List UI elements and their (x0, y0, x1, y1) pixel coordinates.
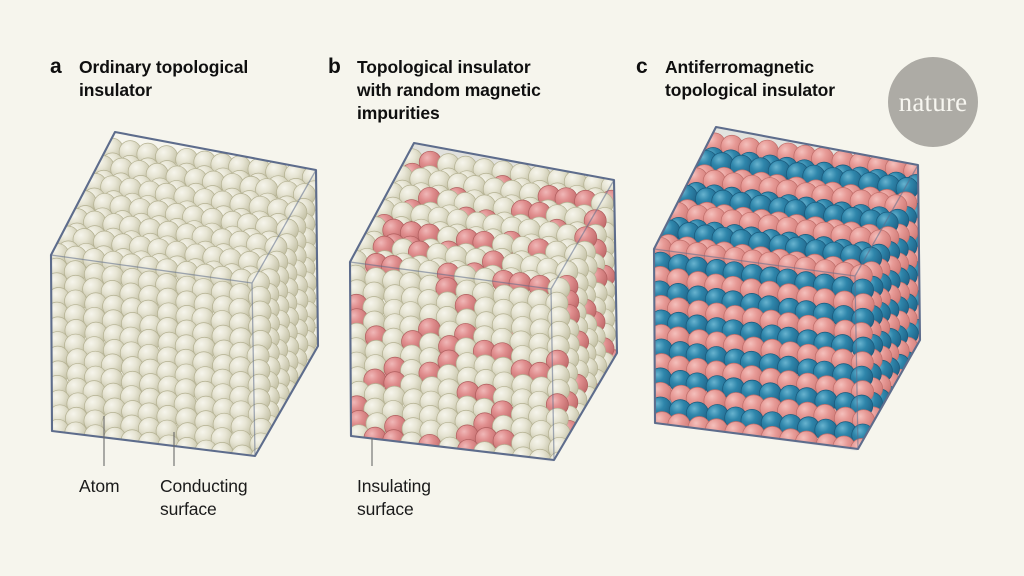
panel-b-letter: b (328, 55, 341, 78)
panels-layer (49, 125, 922, 462)
cube-interior-edges (653, 164, 919, 450)
callout-insulating-surface: Insulating surface (357, 476, 431, 520)
callout-conducting-surface: Conducting surface (160, 476, 248, 520)
atom-lattice (350, 148, 617, 460)
panel-b-title: Topological insulator with random magnet… (357, 57, 541, 124)
atom-sphere (249, 447, 273, 456)
panel-c-cube (652, 125, 922, 451)
panel-a-letter: a (50, 55, 62, 78)
atom-lattice (654, 132, 920, 449)
nature-logo-text: nature (898, 86, 968, 117)
atom-sphere (230, 444, 254, 456)
nature-logo-badge: nature (888, 57, 978, 147)
panel-b-header: b Topological insulator with random magn… (328, 56, 541, 125)
panel-a-title: Ordinary topological insulator (79, 57, 249, 101)
callout-leader-lines (103, 416, 373, 466)
panel-a-header: a Ordinary topological insulator (50, 56, 248, 102)
atom-sphere (528, 448, 552, 460)
panel-c-title: Antiferromagnetic topological insulator (665, 57, 835, 101)
atom-sphere (548, 451, 572, 460)
panel-b-cube (348, 141, 619, 462)
callout-atom: Atom (79, 476, 120, 496)
panel-c-header: c Antiferromagnetic topological insulato… (636, 56, 835, 102)
cube-interior-edges (50, 169, 317, 457)
cube-interior-edges (349, 179, 615, 461)
atom-lattice (51, 137, 318, 456)
panel-c-letter: c (636, 55, 648, 78)
panel-a-cube (49, 130, 320, 458)
